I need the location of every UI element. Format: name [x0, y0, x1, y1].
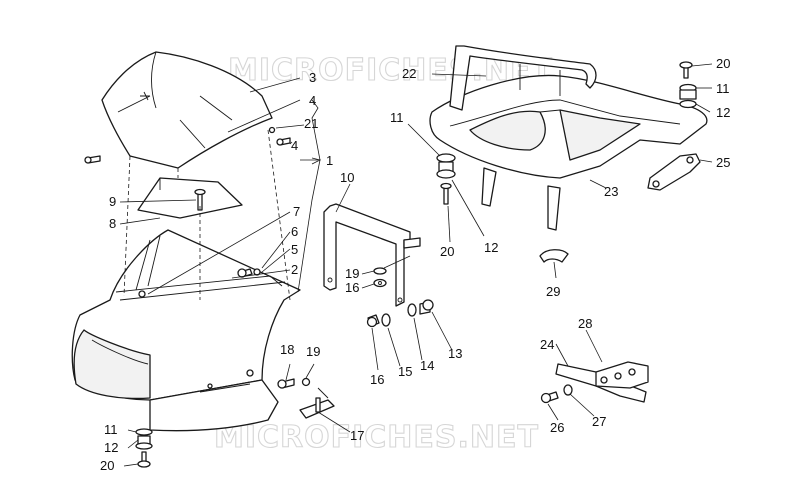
tray-grommet-right — [679, 61, 697, 109]
windscreen — [101, 51, 273, 169]
plate-screw — [194, 188, 206, 211]
callout-20-tray: 20 — [440, 244, 454, 259]
callout-11-fairing: 11 — [104, 422, 118, 437]
callout-2: 2 — [291, 262, 298, 277]
callout-16-frame: 16 — [345, 280, 359, 295]
tray-grommet-left — [436, 153, 456, 205]
callout-12-right: 12 — [716, 105, 730, 120]
callout-18: 18 — [280, 342, 294, 357]
side-bracket-plate — [555, 361, 649, 403]
instrument-panel-plate — [137, 177, 243, 219]
callout-21: 21 — [304, 116, 318, 131]
callout-29: 29 — [546, 284, 560, 299]
callout-11-right: 11 — [716, 81, 730, 96]
callout-28: 28 — [578, 316, 592, 331]
callout-14: 14 — [420, 358, 434, 373]
callout-13: 13 — [448, 346, 462, 361]
callout-24: 24 — [540, 337, 554, 352]
windscreen-screw-left — [84, 155, 101, 164]
callout-1: 1 — [326, 153, 333, 168]
instrument-tray — [429, 45, 708, 231]
fairing-screw-and-washer — [237, 268, 261, 278]
callout-16-bolt: 16 — [370, 372, 384, 387]
tray-side-bracket — [647, 153, 701, 191]
callout-4-upper: 4 — [309, 93, 316, 108]
callout-12-fairing: 12 — [104, 440, 118, 455]
frame-bolt-set — [366, 299, 434, 328]
callout-12-tray: 12 — [484, 240, 498, 255]
callout-10: 10 — [340, 170, 354, 185]
callout-4-lower: 4 — [291, 138, 298, 153]
callout-25: 25 — [716, 155, 730, 170]
retaining-clip — [539, 249, 569, 263]
callout-3: 3 — [309, 70, 316, 85]
callout-9: 9 — [109, 194, 116, 209]
callout-19-frame: 19 — [345, 266, 359, 281]
fairing-support-frame — [323, 203, 421, 307]
side-bracket-bolt — [540, 384, 573, 404]
windscreen-screw-right — [268, 126, 291, 146]
frame-mount-washers — [373, 267, 387, 288]
fairing-lower-mount — [135, 428, 153, 468]
callout-20-right: 20 — [716, 56, 730, 71]
callout-15: 15 — [398, 364, 412, 379]
lower-mount-bracket — [277, 377, 335, 419]
callout-26: 26 — [550, 420, 564, 435]
callout-leaders — [119, 63, 713, 467]
assembly-bracket-1 — [297, 99, 321, 293]
callout-19-lower: 19 — [306, 344, 320, 359]
callout-5: 5 — [291, 242, 298, 257]
callout-labels: 3 4 21 4 1 7 6 5 2 9 8 11 12 20 10 19 16… — [100, 56, 730, 473]
watermark-bottom: MICROFICHES.NET — [214, 420, 539, 455]
callout-27: 27 — [592, 414, 606, 429]
front-fairing — [71, 229, 301, 432]
callout-23: 23 — [604, 184, 618, 199]
callout-8: 8 — [109, 216, 116, 231]
callout-17: 17 — [350, 428, 364, 443]
callout-20-fairing: 20 — [100, 458, 114, 473]
callout-22: 22 — [402, 66, 416, 81]
callout-6: 6 — [291, 224, 298, 239]
callout-7: 7 — [293, 204, 300, 219]
callout-11-tray: 11 — [390, 110, 404, 125]
